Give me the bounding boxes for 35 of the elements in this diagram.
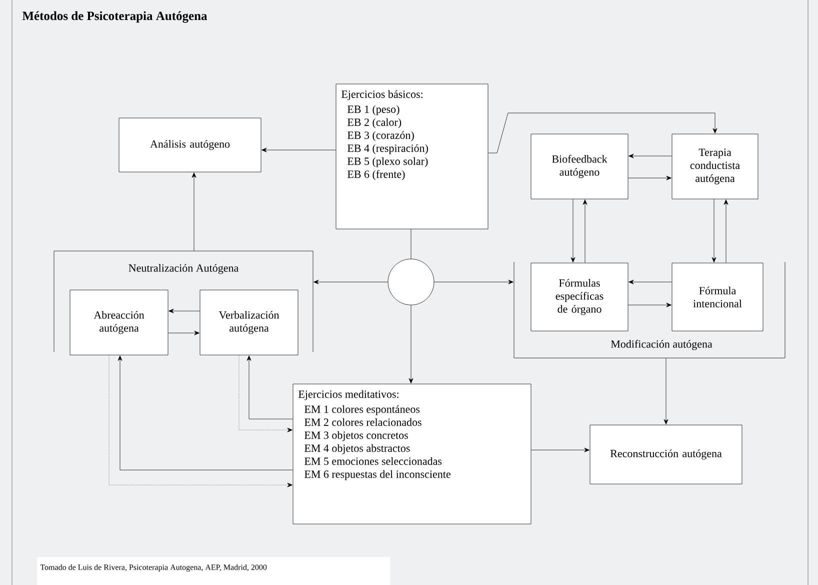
- process-box: Biofeedback autógeno: [530, 134, 628, 200]
- title: Métodos de Psicoterapia Autógena: [22, 11, 208, 23]
- process-box: Análisis autógeno: [118, 118, 262, 172]
- exercise-box: Ejercicios meditativos: EM 1 colores espontáneos EM 2 colores relacionados EM 3 objetos concretos EM 4 objetos abstractos EM 5 emociones seleccionadas EM 6 respuestas del inconsciente: [292, 384, 532, 524]
- arrow: [724, 200, 728, 263]
- process-box: Reconstrucción autógena: [590, 424, 742, 484]
- process-box: Verbalización autógena: [200, 290, 298, 356]
- arrow: [570, 199, 576, 262]
- arrow: [628, 302, 672, 308]
- arrow: [192, 172, 196, 251]
- arrow: [628, 176, 672, 180]
- arrow: [168, 330, 200, 336]
- arrow: [531, 448, 590, 452]
- arrow: [238, 355, 292, 432]
- arrow: [118, 356, 293, 470]
- process-box: Abreacción autógena: [70, 290, 168, 356]
- process-box: Terapia conductista autógena: [672, 134, 758, 200]
- arrow: [628, 154, 672, 158]
- arrow: [408, 305, 414, 384]
- arrow: [168, 308, 200, 314]
- arrow: [108, 355, 292, 488]
- arrow: [314, 280, 388, 284]
- process-box: Fórmulas específicas de órgano: [530, 262, 628, 332]
- junction-circle: [388, 258, 434, 306]
- arrow: [712, 199, 716, 262]
- arrow: [434, 280, 514, 284]
- exercise-box: Ejercicios básicos: EB 1 (peso) EB 2 (calor) EB 3 (corazón) EB 4 (respiración) EB 5 (plexo solar) EB 6 (frente): [336, 84, 488, 230]
- arrow: [262, 148, 336, 152]
- arrow: [246, 356, 293, 420]
- process-box: Fórmula intencional: [672, 262, 764, 332]
- arrow: [628, 280, 672, 284]
- arrow: [664, 358, 668, 424]
- caption: Tomado de Luis de Rivera, Psicoterapia Autogena, AEP, Madrid, 2000: [37, 557, 390, 585]
- arrow: [582, 200, 588, 263]
- arrow: [488, 112, 718, 154]
